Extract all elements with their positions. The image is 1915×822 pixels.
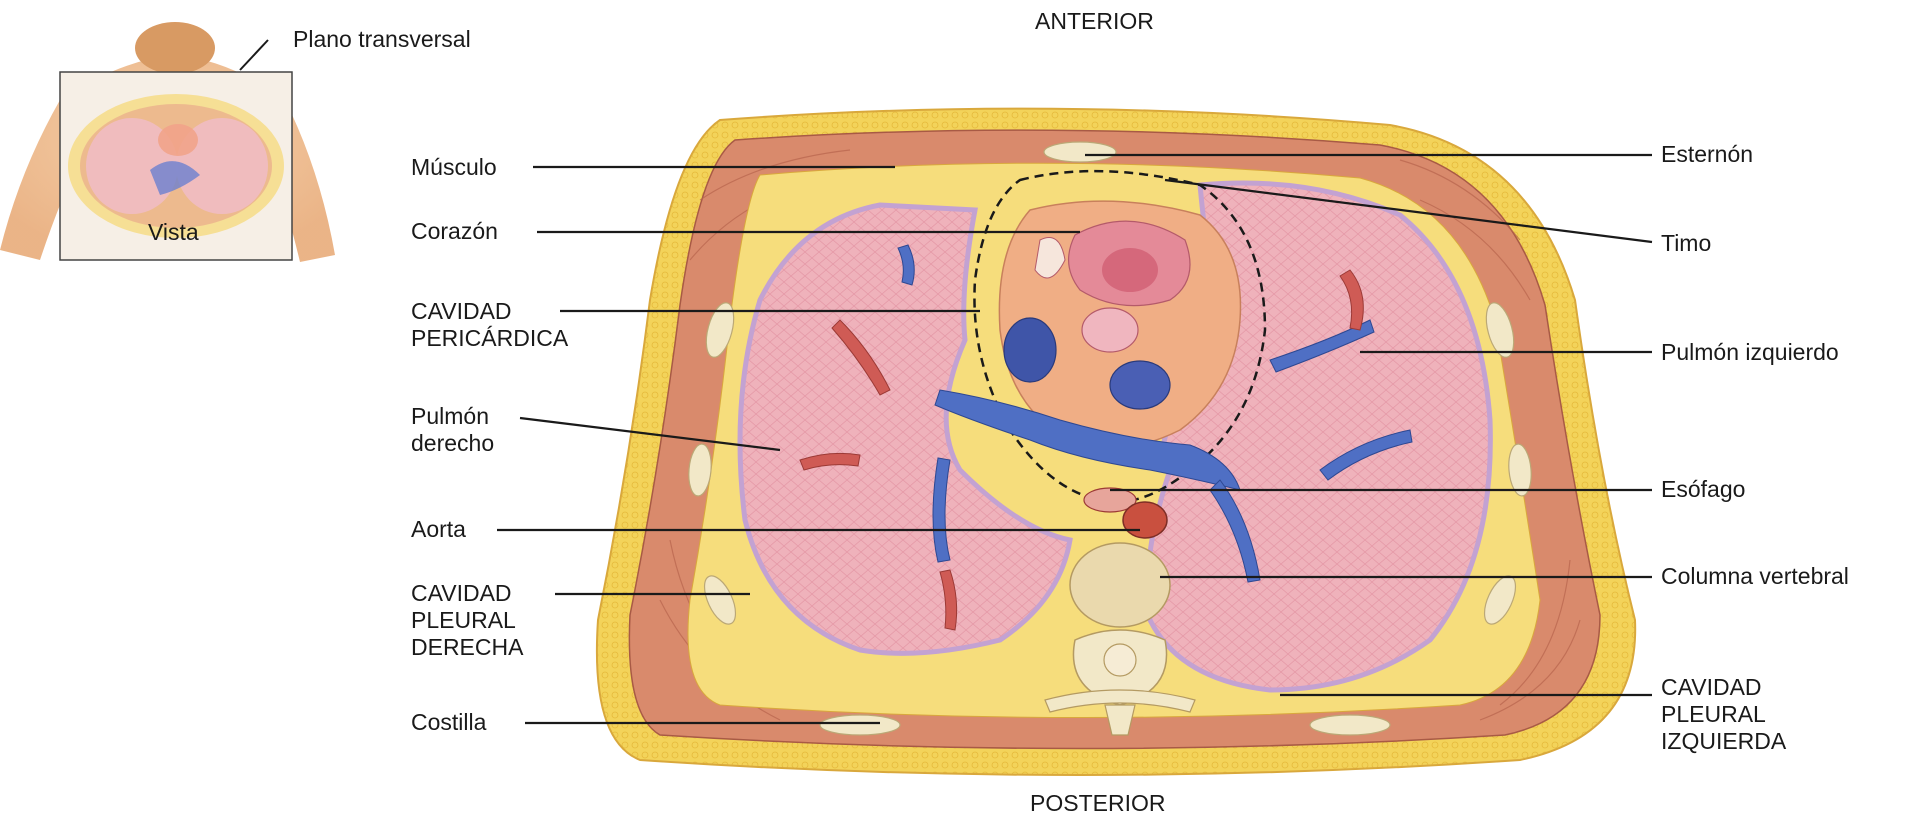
cross-section bbox=[597, 109, 1635, 775]
head-shape bbox=[135, 22, 215, 74]
aorta bbox=[1123, 502, 1167, 538]
label-esternon: Esternón bbox=[1661, 141, 1753, 168]
label-aorta: Aorta bbox=[411, 516, 466, 543]
label-columna-vertebral: Columna vertebral bbox=[1661, 563, 1849, 590]
label-musculo: Músculo bbox=[411, 154, 497, 181]
label-timo: Timo bbox=[1661, 230, 1711, 257]
plane-leader-line bbox=[240, 40, 268, 70]
label-pulmon-izquierdo: Pulmón izquierdo bbox=[1661, 339, 1839, 366]
label-esofago: Esófago bbox=[1661, 476, 1745, 503]
posterior-label: POSTERIOR bbox=[1030, 790, 1165, 817]
plane-transversal-label: Plano transversal bbox=[293, 26, 471, 53]
label-pulmon-derecho: Pulmón derecho bbox=[411, 403, 494, 457]
label-cavidad-pericardica: CAVIDAD PERICÁRDICA bbox=[411, 298, 568, 352]
view-label: Vista bbox=[148, 219, 199, 246]
sternum bbox=[1044, 142, 1116, 162]
label-costilla: Costilla bbox=[411, 709, 486, 736]
label-cavidad-pleural-izquierda: CAVIDAD PLEURAL IZQUIERDA bbox=[1661, 674, 1786, 755]
label-corazon: Corazón bbox=[411, 218, 498, 245]
anterior-label: ANTERIOR bbox=[1035, 8, 1154, 35]
label-cavidad-pleural-derecha: CAVIDAD PLEURAL DERECHA bbox=[411, 580, 523, 661]
